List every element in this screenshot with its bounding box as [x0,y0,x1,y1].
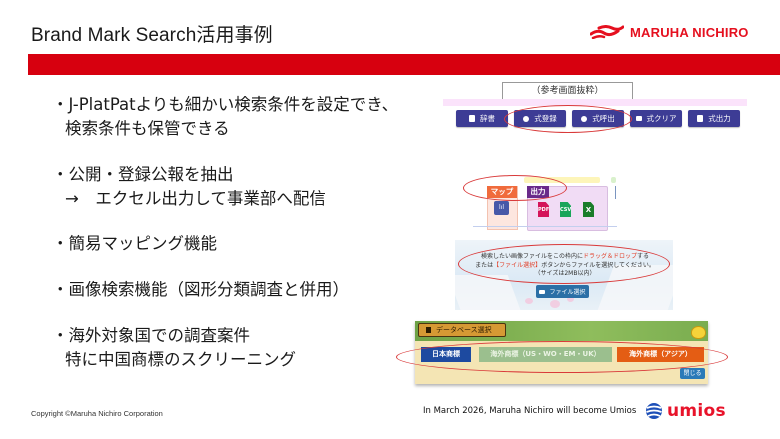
blossom-decor [567,296,574,302]
file-select-button[interactable]: ファイル選択 [536,285,589,298]
bullet-overseas: ・海外対象国での調査案件 特に中国商標のスクリーニング [52,324,296,372]
bullet-image-search: ・画像検索機能（図形分類調査と併用） [52,278,349,302]
divider [473,226,617,227]
maruha-nichiro-logo: MARUHA NICHIRO [590,22,749,42]
umios-logo: umios [645,402,726,420]
umios-wordmark: umios [667,401,726,421]
toolbar-strip [443,99,747,106]
highlight-ellipse [396,341,728,373]
close-button[interactable]: 閉じる [680,368,705,379]
excel-file-icon[interactable]: X [583,202,594,217]
highlight-ellipse [458,244,670,284]
blossom-decor [550,300,560,308]
reference-caption: （参考画面抜粋） [502,82,633,100]
book-icon [469,115,475,122]
bullet-mapping: ・簡易マッピング機能 [52,232,217,256]
pdf-file-icon[interactable]: PDF [538,202,549,217]
bullet-text: ・簡易マッピング機能 [52,234,217,253]
clear-formula-button[interactable]: 式クリア [630,110,682,127]
bullet-text: → エクセル出力して事業部へ配信 [65,189,326,208]
document-icon [697,115,704,122]
bullet-gazette-extract: ・公開・登録公報を抽出 → エクセル出力して事業部へ配信 [52,163,326,211]
bullet-text: 特に中国商標のスクリーニング [65,350,296,369]
folder-icon [539,289,546,294]
database-icon [426,327,431,333]
bullet-search-conditions: ・J-PlatPatよりも細かい検索条件を設定でき、 検索条件も保管できる [52,93,398,141]
bullet-text: ・画像検索機能（図形分類調査と併用） [52,280,349,299]
page-title: Brand Mark Search活用事例 [31,25,273,46]
export-formula-button[interactable]: 式出力 [688,110,740,127]
umios-globe-icon [646,403,662,419]
divider [615,186,616,199]
dictionary-button[interactable]: 辞書 [456,110,508,127]
header-accent-bar [28,54,780,75]
bullet-text: 検索条件も保管できる [65,119,230,138]
database-select-button[interactable]: データベース選択 [418,323,506,337]
decor-strip [524,177,600,183]
highlight-ellipse [463,175,567,201]
mascot-icon [691,326,706,339]
bullet-text: ・J-PlatPatよりも細かい検索条件を設定でき、 [52,95,399,114]
rebrand-note: In March 2026, Maruha Nichiro will becom… [423,406,637,416]
csv-file-icon[interactable]: CSV [560,202,571,217]
logo-text: MARUHA NICHIRO [630,24,749,40]
blossom-decor [525,298,533,304]
highlight-ellipse [504,105,632,133]
decor-strip [611,177,616,183]
copyright-text: Copyright ©Maruha Nichiro Corporation [31,409,163,418]
eraser-icon [635,116,642,121]
chart-icon[interactable]: lıl [494,201,509,215]
wave-logo-icon [590,25,624,39]
bullet-text: ・海外対象国での調査案件 [52,326,250,345]
bullet-text: ・公開・登録公報を抽出 [52,165,234,184]
